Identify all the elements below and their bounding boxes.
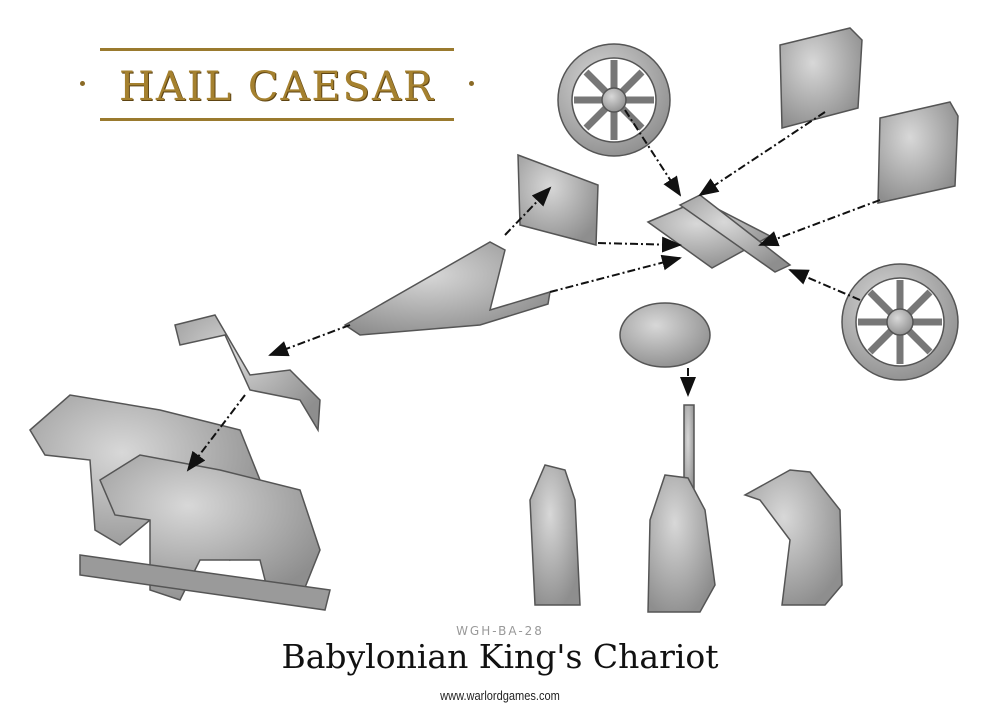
draught-pole xyxy=(343,241,551,336)
assembly-arrows xyxy=(186,109,881,472)
logo-dot-left xyxy=(80,81,85,86)
yoke xyxy=(174,314,321,433)
product-title: Babylonian King's Chariot xyxy=(281,637,719,676)
wheel-right xyxy=(841,263,959,381)
side-panel-2 xyxy=(877,101,959,204)
logo-rule-bottom xyxy=(100,118,454,121)
axle xyxy=(678,194,792,273)
parasol xyxy=(619,302,711,368)
logo-text: HAIL CAESAR xyxy=(119,64,435,110)
hail-caesar-logo: HAIL CAESAR xyxy=(80,48,474,122)
horses xyxy=(29,394,331,611)
logo-dot-right xyxy=(469,81,474,86)
crew-figures xyxy=(529,464,843,613)
side-panel-1 xyxy=(779,27,863,129)
wheel-top xyxy=(557,43,671,157)
logo-rule-top xyxy=(100,48,454,51)
website-link[interactable]: www.warlordgames.com xyxy=(440,688,560,703)
product-code: WGH-BA-28 xyxy=(456,624,544,638)
front-panel xyxy=(517,153,599,246)
